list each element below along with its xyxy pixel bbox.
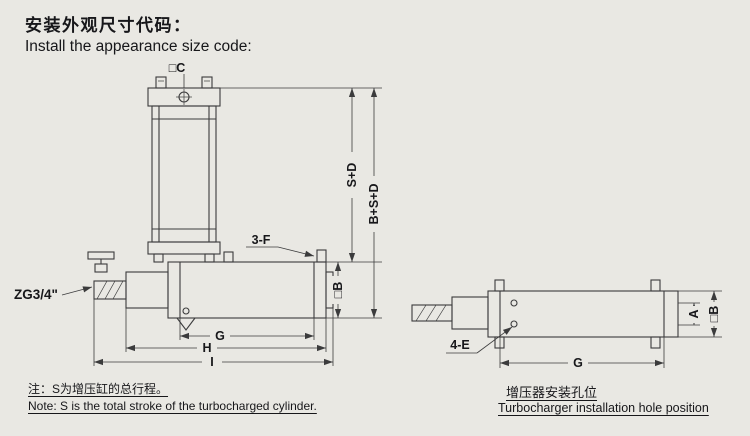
output-cylinder-body <box>167 249 334 331</box>
note-en: Note: S is the total stroke of the turbo… <box>28 399 317 413</box>
front-head-and-port <box>93 271 169 309</box>
label-backgrounds <box>197 152 722 370</box>
label-square-b-main: □B <box>331 282 345 299</box>
label-dim-a: A <box>687 309 701 318</box>
page-title-en: Install the appearance size code: <box>25 38 252 55</box>
label-square-c: □C <box>169 61 186 75</box>
caption-zh: 增压器安装孔位 <box>506 385 598 400</box>
label-dim-g-main: G <box>215 329 225 343</box>
label-port-zg: ZG3/4" <box>14 287 58 302</box>
note-zh: 注：S为增压缸的总行程。 <box>28 382 169 396</box>
label-dim-i: I <box>210 355 213 369</box>
label-4e: 4-E <box>450 338 469 352</box>
label-dim-g-hole: G <box>573 356 583 370</box>
booster-cylinder-body <box>147 105 221 263</box>
dimension-lines-left <box>61 74 382 366</box>
hole-view-body <box>411 279 679 349</box>
label-b-plus-s-plus-d: B+S+D <box>367 184 381 225</box>
label-dim-h: H <box>202 341 211 355</box>
label-square-b-hole: □B <box>707 306 721 323</box>
label-s-plus-d: S+D <box>345 163 359 188</box>
exhaust-valve <box>87 251 115 273</box>
page-title-zh: 安装外观尺寸代码： <box>25 16 192 35</box>
label-3f: 3-F <box>252 233 271 247</box>
caption-en: Turbocharger installation hole position <box>498 401 709 415</box>
